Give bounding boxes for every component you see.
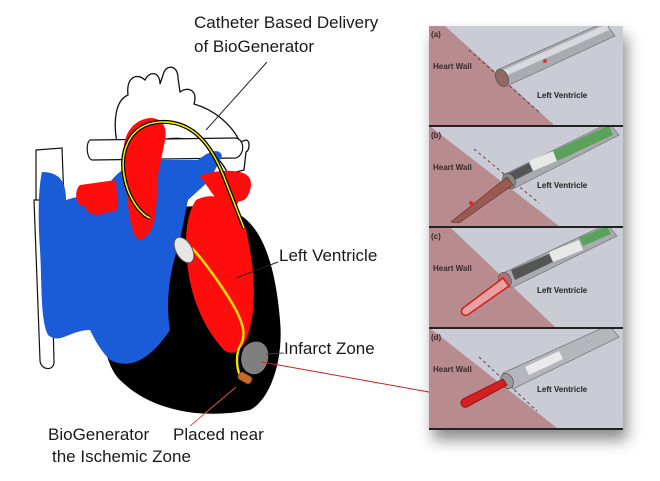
pointer-catheter xyxy=(205,61,268,131)
panel-b: (b) Heart Wall Left Ventricle xyxy=(429,127,623,228)
panel-c: (c) Heart Wall Left Ventricle xyxy=(429,228,623,329)
catheter-core xyxy=(122,121,245,229)
label-catheter-line2: of BioGenerator xyxy=(194,37,315,56)
panel-a: (a) Heart Wall Left Ventricle xyxy=(429,26,623,127)
label-catheter-line1: Catheter Based Delivery xyxy=(194,13,379,32)
panel-a-tag: (a) xyxy=(431,30,441,39)
panel-c-heart-wall: Heart Wall xyxy=(433,264,472,273)
panel-b-left-ventricle: Left Ventricle xyxy=(537,181,588,190)
pointer-biogenerator xyxy=(189,386,237,427)
panel-d: (d) Heart Wall Left Ventricle xyxy=(429,329,623,430)
panel-c-tag: (c) xyxy=(431,232,441,241)
pointer-left-ventricle xyxy=(235,261,279,279)
label-left-ventricle: Left Ventricle xyxy=(279,246,378,265)
panel-c-left-ventricle: Left Ventricle xyxy=(537,286,588,295)
catheter-tube-a xyxy=(495,26,616,87)
panel-b-heart-wall: Heart Wall xyxy=(433,163,472,172)
panel-d-heart-wall: Heart Wall xyxy=(433,365,472,374)
biogenerator xyxy=(237,371,253,385)
panel-a-heart-wall: Heart Wall xyxy=(433,62,472,71)
label-infarct-zone: Infarct Zone xyxy=(284,339,375,358)
panel-d-tag: (d) xyxy=(431,333,442,342)
panel-d-left-ventricle: Left Ventricle xyxy=(537,385,588,394)
mitral-valve xyxy=(173,236,195,264)
deployment-panels: (a) Heart Wall Left Ventricle (b) Heart … xyxy=(429,26,623,430)
infarct-zone xyxy=(241,341,269,375)
label-ischemic-zone: the Ischemic Zone xyxy=(52,447,191,466)
pointer-infarct xyxy=(265,352,285,355)
pulmonary-veins-right xyxy=(200,170,251,212)
pulmonary-veins-left xyxy=(76,180,118,215)
label-biogenerator: BioGenerator xyxy=(48,425,150,444)
catheter-in-ventricle xyxy=(191,247,245,377)
ascending-aorta xyxy=(123,118,166,240)
panel-b-tag: (b) xyxy=(431,131,442,140)
panel-a-left-ventricle: Left Ventricle xyxy=(537,91,588,100)
label-placed-near: Placed near xyxy=(173,425,264,444)
heart-illustration xyxy=(33,61,285,427)
